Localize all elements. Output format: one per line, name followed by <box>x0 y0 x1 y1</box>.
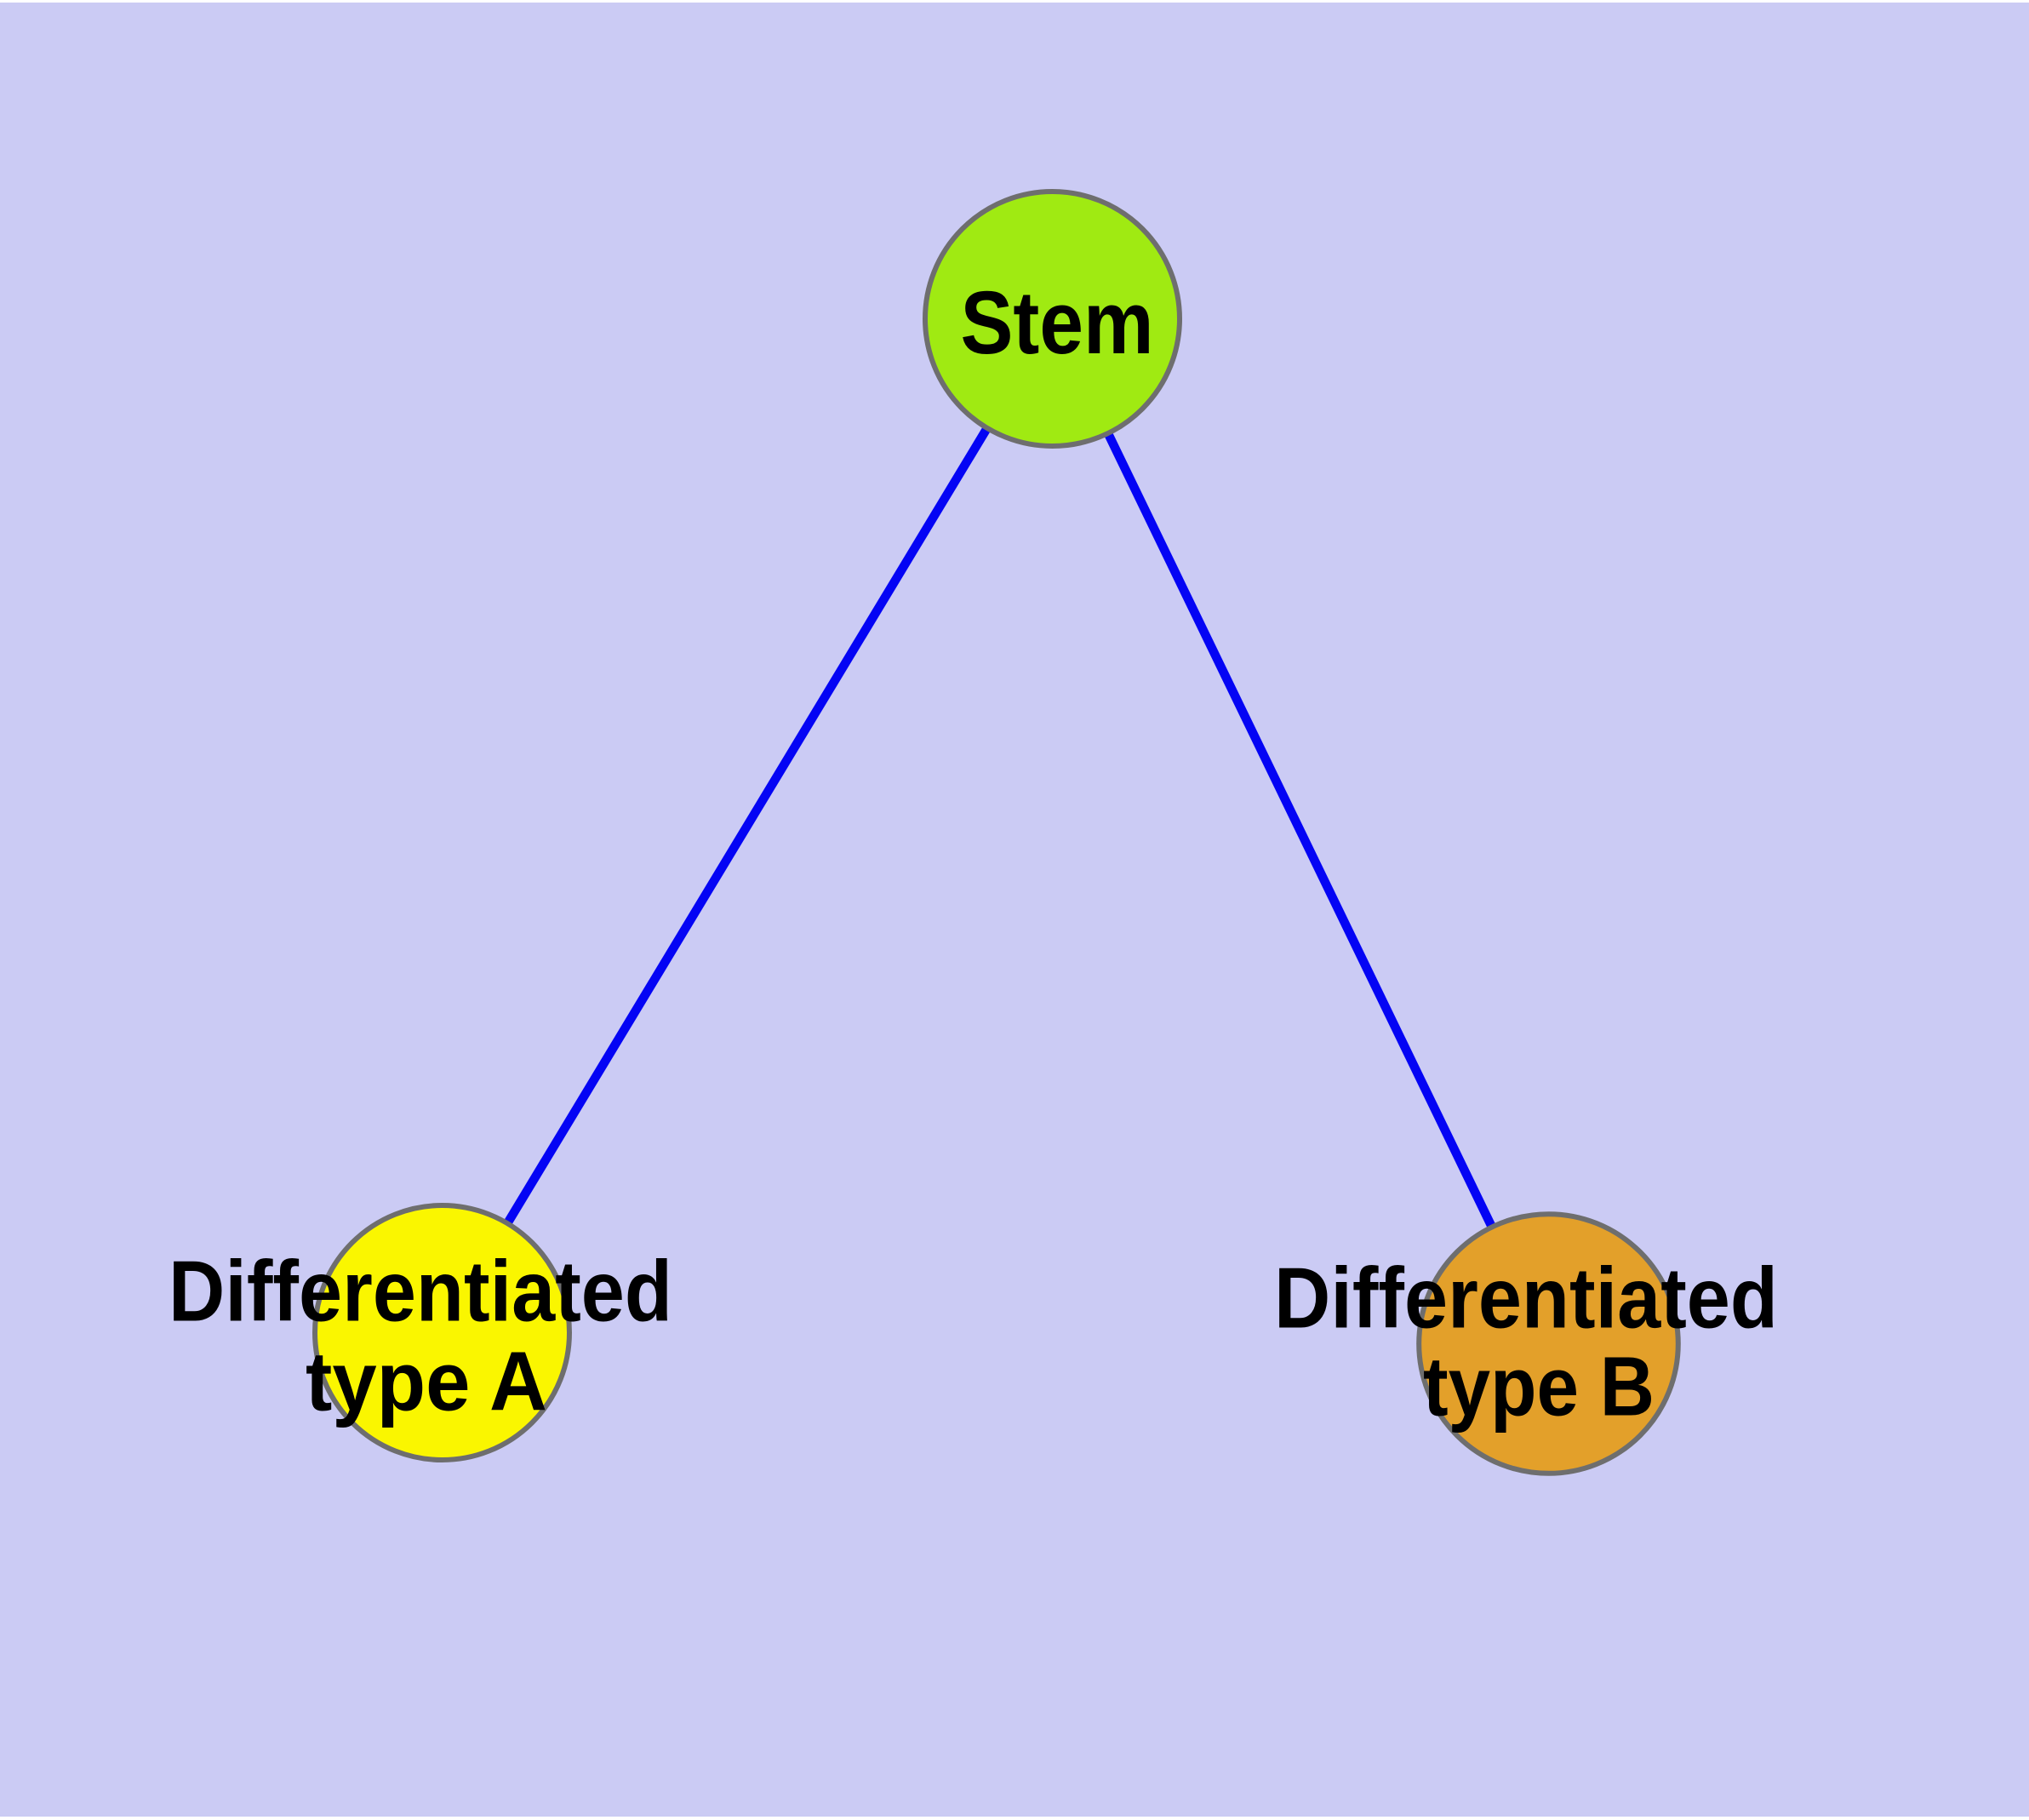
svg-text:Stem: Stem <box>961 273 1154 373</box>
svg-text:type B: type B <box>1423 1340 1655 1434</box>
svg-text:type A: type A <box>306 1335 547 1428</box>
svg-text:Differentiated: Differentiated <box>1274 1251 1778 1347</box>
svg-text:Differentiated: Differentiated <box>169 1245 672 1340</box>
